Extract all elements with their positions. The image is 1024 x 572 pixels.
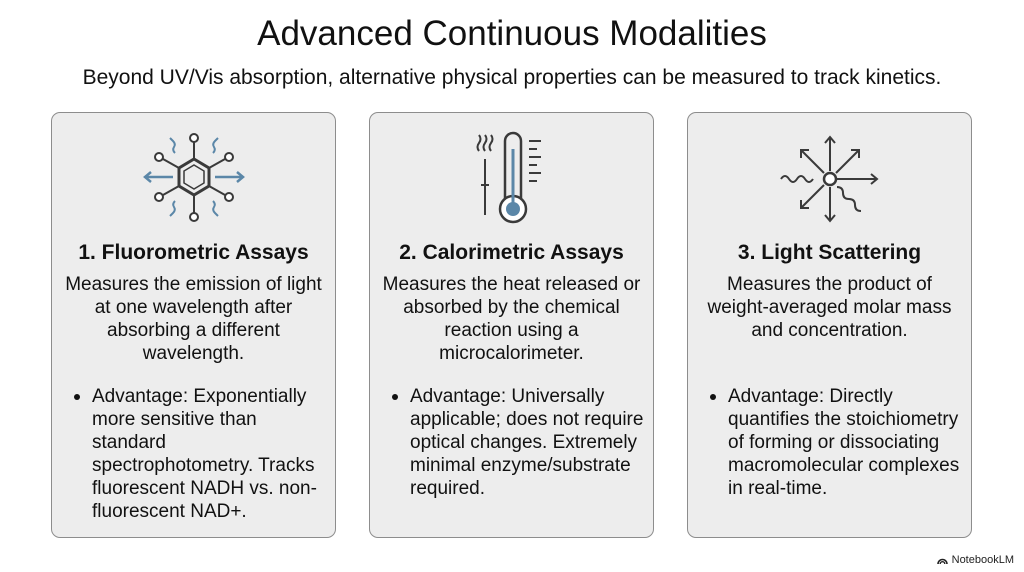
card-title: 3. Light Scattering <box>737 241 922 264</box>
notebooklm-logo-icon <box>936 558 948 564</box>
card-title: 1. Fluorometric Assays <box>78 241 309 264</box>
light-scattering-icon <box>688 123 971 235</box>
advantage-text: Advantage: Universally applicable; does … <box>410 386 644 499</box>
card-calorimetric: 2. Calorimetric Assays Measures the heat… <box>369 112 654 538</box>
advantage-bullet: Advantage: Exponentially more sensitive … <box>74 385 326 523</box>
bullet-icon <box>392 394 398 400</box>
advantage-bullet: Advantage: Universally applicable; does … <box>392 385 644 500</box>
brand-label: NotebookLM <box>951 554 1014 566</box>
page-subtitle: Beyond UV/Vis absorption, alternative ph… <box>82 66 942 89</box>
bullet-icon <box>710 394 716 400</box>
advantage-bullet: Advantage: Directly quantifies the stoic… <box>710 385 962 500</box>
brand-watermark: NotebookLM <box>936 554 1014 566</box>
card-description: Measures the emission of light at one wa… <box>65 274 322 364</box>
card-title: 2. Calorimetric Assays <box>399 241 624 264</box>
thermometer-icon <box>370 123 653 235</box>
card-fluorometric: 1. Fluorometric Assays Measures the emis… <box>51 112 336 538</box>
advantage-text: Advantage: Directly quantifies the stoic… <box>728 386 960 499</box>
advantage-text: Advantage: Exponentially more sensitive … <box>92 386 317 522</box>
card-description: Measures the heat released or absorbed b… <box>382 274 641 364</box>
molecule-fluorescence-icon <box>52 123 335 235</box>
card-description: Measures the product of weight-averaged … <box>707 274 952 341</box>
page-title: Advanced Continuous Modalities <box>257 14 767 53</box>
bullet-icon <box>74 394 80 400</box>
card-light-scattering: 3. Light Scattering Measures the product… <box>687 112 972 538</box>
